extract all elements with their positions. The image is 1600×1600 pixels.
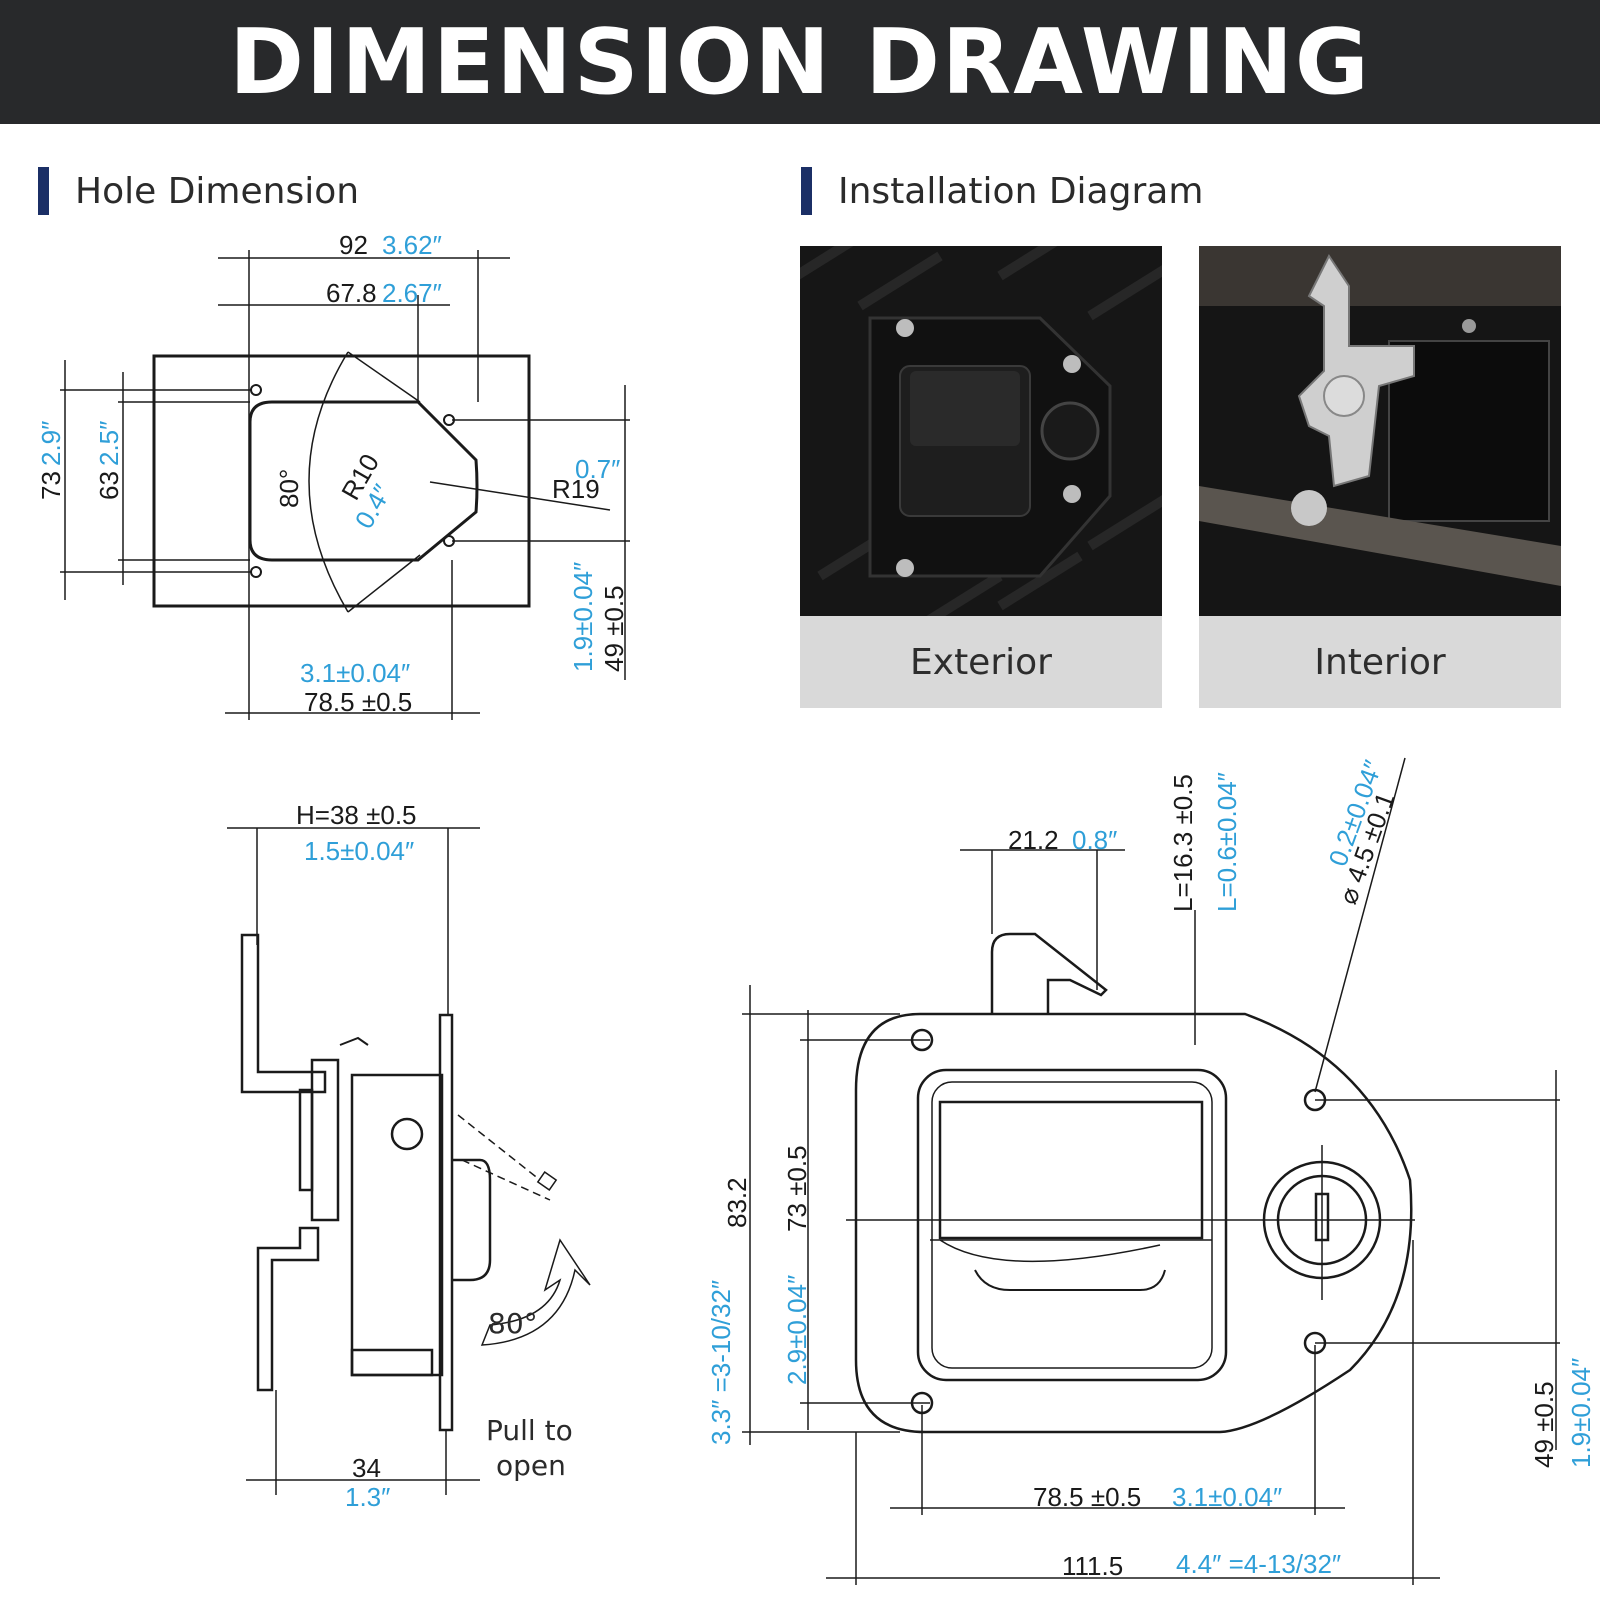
hole-offset-mm: 49 ±0.5 [599,585,629,672]
lock-offset-in: 1.9±0.04″ [1566,1358,1596,1468]
hole-spacing-mm: 63 [94,471,124,500]
housing-base [350,1348,434,1377]
side-depth-mm: 34 [352,1453,381,1483]
hole-pitch-mm: 78.5 ±0.5 [304,687,412,717]
pivot-hole [390,1117,424,1151]
hole-offset-in: 1.9±0.04″ [568,562,598,672]
hole-angle: 80° [274,469,304,508]
hole-pitch-front-mm: 78.5 ±0.5 [1033,1482,1141,1512]
hook-width-in: 0.8″ [1072,825,1117,855]
latch-cam [298,1088,314,1192]
hook-length-mm: L=16.3 ±0.5 [1168,774,1198,912]
hole-dimension-label: Hole Dimension [75,170,360,212]
body-width-mm: 111.5 [1062,1551,1123,1581]
side-height-in: 1.5±0.04″ [304,836,414,866]
interior-caption: Interior [1314,641,1446,683]
cutout-width-in: 2.67″ [382,278,442,308]
hole-pitch-in: 3.1±0.04″ [300,658,410,688]
mounting-plate-outline [152,354,531,608]
side-view-drawing [227,827,591,1495]
pull-angle: 80° [488,1307,538,1340]
latch-shaft [310,1058,340,1222]
mount-hole [250,384,262,396]
radius-r19-in: 0.7″ [575,454,620,484]
latch-hook-front [990,932,1108,1014]
hole-height-in: 2.9″ [36,421,66,466]
interior-photo [1199,246,1561,616]
page-title: DIMENSION DRAWING [229,9,1371,115]
exterior-caption: Exterior [910,641,1052,683]
side-depth-in: 1.3″ [345,1482,390,1512]
heading-accent-bar [801,167,812,215]
body-height-in: 3.3″ =3-10/32″ [706,1280,736,1445]
hole-span-in: 2.9±0.04″ [782,1275,812,1385]
latch-hook-upper [240,933,327,1094]
hole-dimension-heading: Hole Dimension [38,167,359,215]
hook-width-mm: 21.2 [1008,825,1059,855]
handle-recess-outer [916,1068,1228,1382]
pull-position-dashed [457,1114,551,1201]
hole-pitch-front-in: 3.1±0.04″ [1172,1482,1282,1512]
lock-offset-mm: 49 ±0.5 [1529,1381,1559,1468]
hole-dimension-drawing [60,250,630,720]
cutout-outline [248,400,479,562]
hole-width-mm: 92 [339,230,368,260]
cutout-width-mm: 67.8 [326,278,377,308]
handle-profile [452,1158,492,1282]
hole-width-in: 3.62″ [382,230,442,260]
hole-span-mm: 73 ±0.5 [782,1145,812,1232]
latch-housing [350,1073,444,1377]
exterior-photo-card: Exterior [800,246,1162,708]
exterior-photo [800,246,1162,616]
latch-body-outline [854,1012,1413,1434]
interior-photo-card: Interior [1199,246,1561,708]
latch-hook-lower [256,1226,320,1392]
open-label: open [496,1449,566,1482]
front-view-drawing [742,757,1560,1585]
installation-diagram-heading: Installation Diagram [801,167,1203,215]
body-width-in: 4.4″ =4-13/32″ [1176,1549,1341,1579]
radius-r19: R19 [552,474,600,504]
hook-length-in: L=0.6±0.04″ [1212,772,1242,912]
hole-spacing-in: 2.5″ [94,421,124,466]
pull-arrow [480,1238,591,1346]
body-height-mm: 83.2 [722,1177,752,1228]
page-title-bar: DIMENSION DRAWING [0,0,1600,124]
installation-diagram-label: Installation Diagram [838,170,1204,212]
heading-accent-bar [38,167,49,215]
handle-paddle [938,1100,1204,1240]
pull-to-label: Pull to [486,1414,573,1447]
hole-height-mm: 73 [36,471,66,500]
side-height-mm: H=38 ±0.5 [296,800,417,830]
mount-hole [250,566,262,578]
